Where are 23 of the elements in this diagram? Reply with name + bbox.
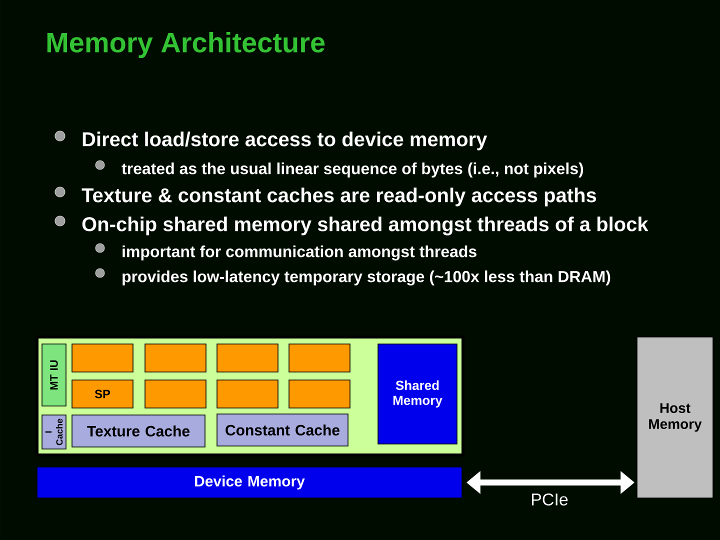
processor-box bbox=[72, 344, 134, 372]
cache-box: Texture Cache bbox=[72, 414, 206, 448]
processor-box bbox=[288, 380, 350, 408]
memory-box: Host Memory bbox=[636, 336, 714, 498]
processor-box bbox=[288, 344, 350, 372]
memory-box: Shared Memory bbox=[378, 344, 458, 444]
bullet-text: Texture & constant caches are read-only access paths bbox=[82, 188, 596, 206]
bullet-text: important for communication amongst threads bbox=[122, 246, 476, 260]
memory-box: Device Memory bbox=[36, 466, 462, 498]
processor-box bbox=[216, 344, 278, 372]
edge-label: PCIe bbox=[532, 493, 568, 506]
processor-box bbox=[144, 380, 206, 408]
processor-box bbox=[144, 344, 206, 372]
bullet-text: Direct load/store access to device memory bbox=[82, 132, 488, 150]
cache-box: I Cache bbox=[42, 414, 66, 450]
bullet-text: On-chip shared memory shared amongst threads of a block bbox=[82, 216, 648, 236]
slide-title: Memory Architecture bbox=[47, 32, 325, 58]
bullet-text: treated as the usual linear sequence of bytes (i.e., not pixels) bbox=[122, 162, 584, 178]
bullet-text: provides low-latency temporary storage (~100x less than DRAM) bbox=[122, 270, 610, 286]
processor-box: SP bbox=[72, 380, 134, 408]
unit-box: MT IU bbox=[42, 344, 66, 406]
cache-box: Constant Cache bbox=[216, 414, 348, 446]
processor-box bbox=[216, 380, 278, 408]
